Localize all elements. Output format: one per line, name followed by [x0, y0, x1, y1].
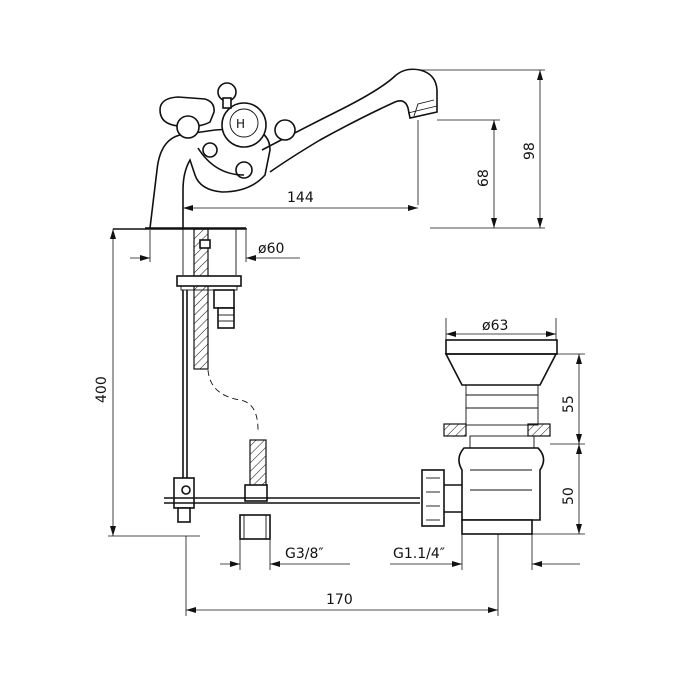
- dim-50: 50: [532, 444, 585, 535]
- rod-connector: [164, 477, 420, 523]
- faucet-body: H: [145, 68, 438, 229]
- dim-label-g38: G3/8″: [285, 546, 324, 562]
- dim-diameter-60: ø60: [130, 230, 300, 262]
- dim-label-g114: G1.1/4″: [393, 546, 445, 562]
- dim-144: 144: [182, 120, 419, 211]
- dim-label-diameter-63: ø63: [482, 318, 508, 334]
- dim-label-50: 50: [561, 487, 577, 505]
- dim-label-68: 68: [476, 169, 492, 187]
- dim-label-98: 98: [522, 142, 538, 160]
- dim-label-400: 400: [94, 376, 110, 403]
- dim-170: 170: [185, 534, 499, 616]
- dim-98: 98: [420, 69, 545, 229]
- dim-400: 400: [94, 229, 200, 537]
- dim-68: 68: [430, 119, 500, 229]
- dim-label-170: 170: [326, 592, 353, 608]
- dim-55: 55: [550, 353, 585, 445]
- dim-thread-g114: G1.1/4″: [390, 534, 580, 570]
- dim-label-144: 144: [287, 190, 314, 206]
- dim-label-diameter-60: ø60: [258, 241, 284, 257]
- dim-label-55: 55: [561, 395, 577, 413]
- svg-text:H: H: [236, 117, 245, 131]
- mounting-shank: [176, 228, 271, 540]
- dim-thread-g38: G3/8″: [220, 539, 350, 570]
- waste-fitting: [421, 339, 558, 535]
- dim-diameter-63: ø63: [445, 318, 557, 340]
